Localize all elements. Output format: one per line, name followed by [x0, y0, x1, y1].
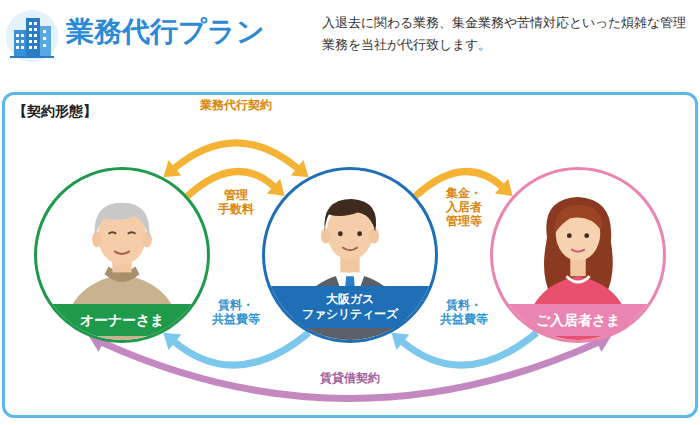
page-title: 業務代行プラン	[66, 12, 265, 52]
arrow-head	[163, 160, 181, 177]
arrow-shaft	[174, 333, 309, 365]
owner-circle: オーナーさま	[34, 167, 210, 343]
node-name: オーナーさま	[80, 312, 164, 329]
arrow-head	[495, 179, 513, 196]
node-name: 大阪ガス ファシリティーズ	[302, 292, 398, 322]
description-text: 入退去に関わる業務、集金業務や苦情対応といった煩雑な管理業務を当社が代行致します…	[322, 12, 690, 56]
name-band: ご入居者さま	[493, 304, 663, 336]
flow-arrow	[391, 333, 536, 365]
panel-heading: 【契約形態】	[13, 103, 97, 121]
arrow-shaft	[102, 342, 598, 398]
name-band: オーナーさま	[37, 304, 207, 336]
company-circle: 大阪ガス ファシリティーズ	[262, 167, 438, 343]
arrow-shaft	[402, 333, 537, 365]
node-name: ご入居者さま	[536, 312, 620, 329]
arrow-shaft	[174, 143, 298, 169]
flow-arrow	[163, 333, 308, 365]
edge-label: 賃料・ 共益費等	[440, 298, 488, 326]
edge-label: 賃料・ 共益費等	[212, 298, 260, 326]
flow-arrow	[89, 334, 611, 399]
contract-panel: 【契約形態】 オーナーさま 大阪ガス ファシリティーズ ご入居者さま	[2, 92, 698, 418]
resident-circle: ご入居者さま	[490, 167, 666, 343]
arrow-head	[267, 179, 285, 196]
arrow-head	[291, 160, 309, 177]
edge-label: 集金・ 入居者 管理等	[446, 186, 482, 228]
edge-label: 管理 手数料	[218, 188, 254, 216]
edge-label: 賃貸借契約	[320, 371, 380, 385]
edge-label: 業務代行契約	[200, 98, 272, 112]
name-band: 大阪ガス ファシリティーズ	[265, 286, 435, 328]
building-icon	[6, 10, 58, 62]
